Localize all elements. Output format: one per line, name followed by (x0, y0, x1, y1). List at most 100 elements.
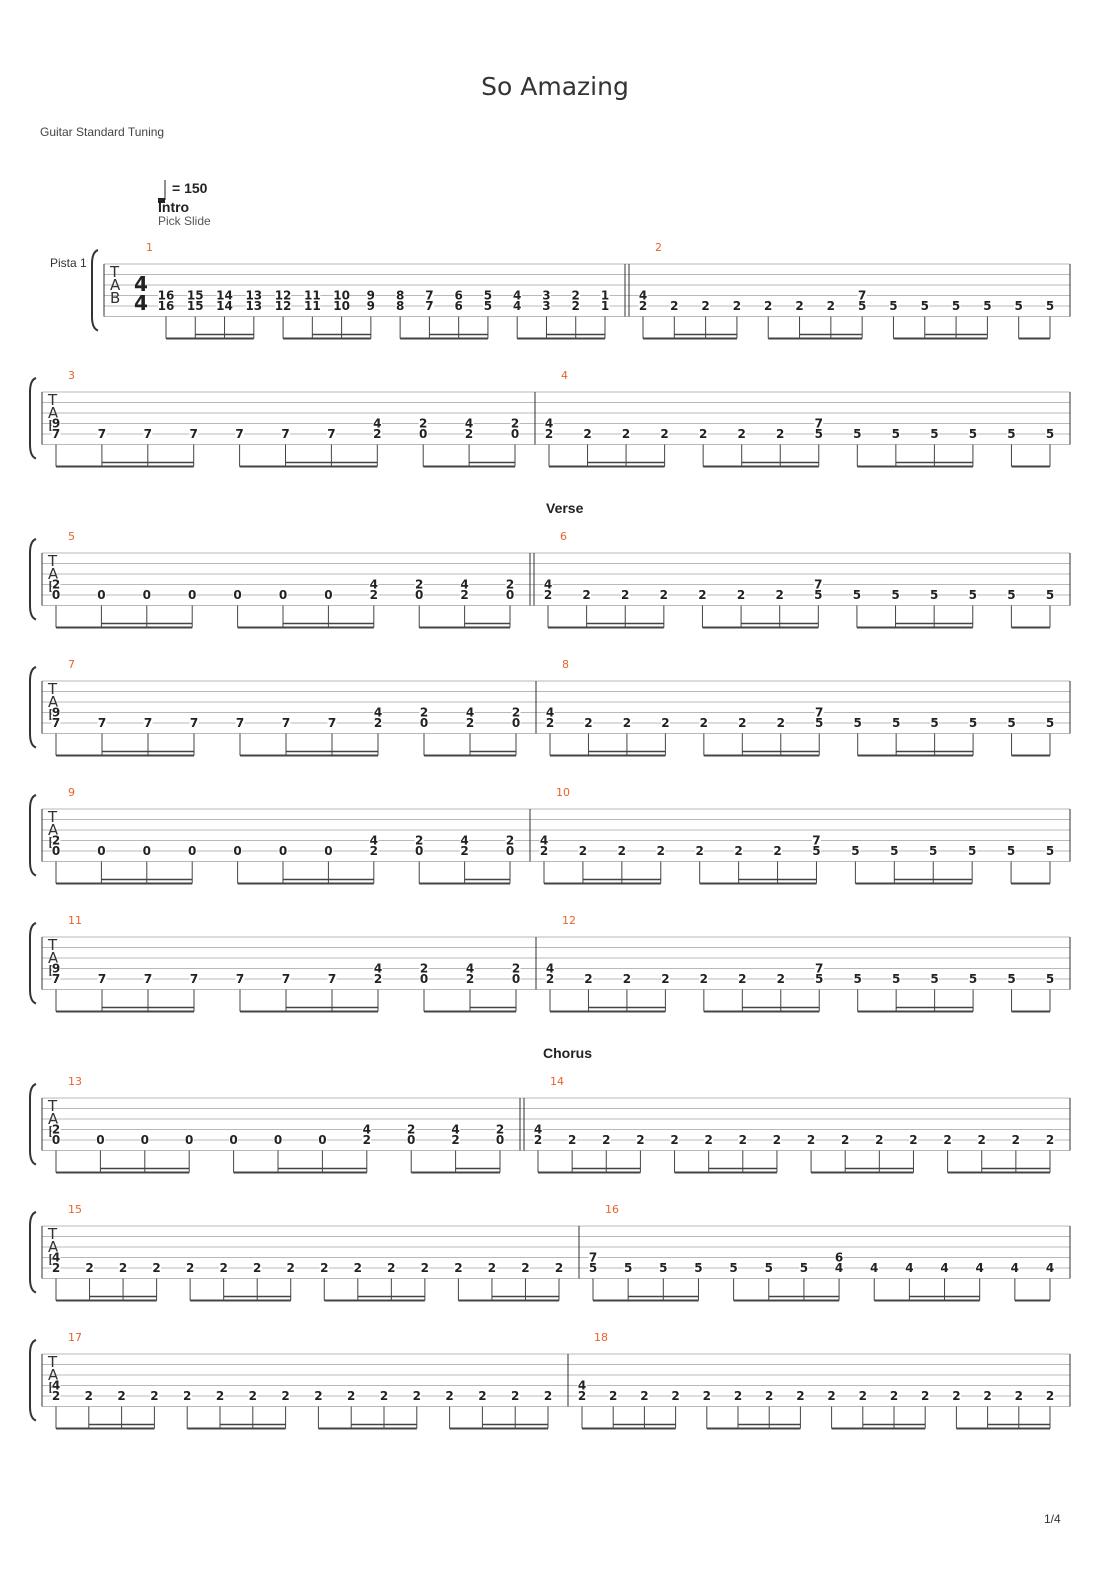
fret-number: 2 (909, 1133, 917, 1147)
fret-bg (149, 1390, 159, 1401)
fret-bg (313, 1390, 323, 1401)
fret-bg (891, 428, 901, 439)
fret-bg (891, 717, 901, 728)
fret-number: 2 (579, 844, 587, 858)
fret-number: 4 (460, 834, 468, 848)
fret-bg (729, 1262, 739, 1273)
fret-bg (577, 1390, 587, 1401)
fret-bg (533, 1123, 543, 1135)
fret-bg (97, 717, 107, 728)
fret-number: 16 (158, 299, 175, 313)
fret-number: 2 (420, 706, 428, 720)
fret-number: 0 (52, 1133, 60, 1147)
fret-number: 7 (190, 716, 198, 730)
fret-number: 2 (506, 834, 514, 848)
fret-number: 7 (815, 417, 823, 431)
fret-number: 5 (659, 1261, 667, 1275)
fret-bg (369, 845, 379, 856)
fret-bg (697, 589, 707, 600)
fret-number: 5 (815, 716, 823, 730)
fret-number: 2 (777, 972, 785, 986)
fret-bg (317, 1134, 327, 1145)
fret-number: 2 (661, 972, 669, 986)
fret-number: 5 (812, 844, 820, 858)
fret-bg (379, 1390, 389, 1401)
fret-number: 2 (623, 716, 631, 730)
fret-bg (635, 1134, 645, 1145)
fret-number: 2 (773, 844, 781, 858)
fret-bg (346, 1390, 356, 1401)
fret-bg (273, 1134, 283, 1145)
fret-number: 15 (187, 299, 204, 313)
fret-number: 2 (150, 1389, 158, 1403)
fret-bg (968, 717, 978, 728)
fret-bg (414, 834, 424, 846)
fret-bg (512, 300, 522, 311)
fret-bg (505, 834, 515, 846)
fret-number: 0 (407, 1133, 415, 1147)
fret-bg (395, 289, 405, 301)
system-brace (29, 1339, 37, 1422)
fret-bg (943, 1134, 953, 1145)
measure-number: 17 (68, 1331, 82, 1344)
measure-number: 18 (594, 1331, 608, 1344)
fret-number: 2 (622, 427, 630, 441)
fret-bg (327, 717, 337, 728)
fret-bg (419, 717, 429, 728)
fret-bg (929, 428, 939, 439)
fret-bg (1045, 300, 1055, 311)
fret-number: 2 (534, 1133, 542, 1147)
fret-number: 2 (460, 588, 468, 602)
fret-number: 7 (815, 706, 823, 720)
fret-bg (764, 1390, 774, 1401)
fret-number: 7 (282, 716, 290, 730)
fret-bg (233, 589, 243, 600)
fret-bg (158, 300, 174, 311)
tab-clef-letter: T (47, 552, 58, 570)
fret-bg (737, 717, 747, 728)
fret-number: 4 (546, 962, 554, 976)
fret-bg (639, 1390, 649, 1401)
fret-bg (545, 973, 555, 984)
fret-number: 0 (318, 1133, 326, 1147)
tab-clef-letter: A (48, 565, 59, 583)
fret-bg (826, 300, 836, 311)
fret-number: 2 (890, 1389, 898, 1403)
fret-number: 2 (387, 1261, 395, 1275)
fret-bg (1045, 589, 1055, 600)
fret-bg (578, 845, 588, 856)
fret-bg (545, 962, 555, 974)
fret-bg (235, 717, 245, 728)
fret-bg (1006, 589, 1016, 600)
fret-number: 5 (930, 972, 938, 986)
fret-bg (278, 845, 288, 856)
fret-bg (699, 717, 709, 728)
fret-number: 0 (52, 844, 60, 858)
fret-bg (418, 417, 428, 429)
fret-bg (187, 589, 197, 600)
tab-clef-letter: A (48, 404, 59, 422)
fret-number: 5 (484, 299, 492, 313)
fret-bg (304, 300, 321, 311)
measure-number: 9 (68, 786, 75, 799)
fret-number: 13 (245, 289, 262, 303)
fret-number: 12 (275, 299, 292, 313)
fret-bg (512, 289, 522, 301)
fret-number: 4 (545, 417, 553, 431)
fret-bg (1006, 845, 1016, 856)
fret-bg (182, 1390, 192, 1401)
fret-bg (187, 289, 204, 301)
fret-bg (889, 1390, 899, 1401)
time-signature-bottom: 4 (134, 291, 148, 315)
fret-number: 7 (52, 972, 60, 986)
fret-bg (424, 289, 434, 301)
fret-number: 7 (425, 289, 433, 303)
fret-bg (281, 428, 290, 439)
fret-number: 5 (851, 844, 859, 858)
fret-number: 5 (968, 844, 976, 858)
fret-bg (117, 1390, 127, 1401)
fret-number: 3 (542, 289, 550, 303)
fret-number: 2 (609, 1389, 617, 1403)
fret-number: 2 (582, 588, 590, 602)
fret-number: 2 (460, 844, 468, 858)
